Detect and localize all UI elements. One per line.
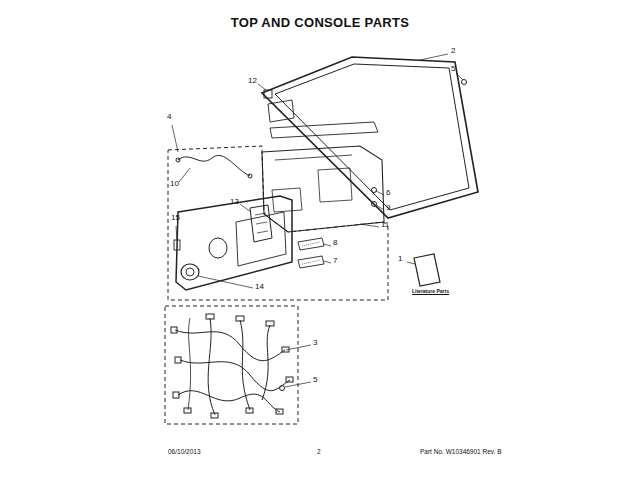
- literature-label: Literature Parts: [412, 289, 449, 294]
- callout-number: 7: [333, 257, 337, 265]
- callout-number: 5: [313, 376, 317, 384]
- console-panel: [176, 196, 292, 290]
- callout-number: 6: [386, 189, 390, 197]
- callout-number: 11: [381, 221, 389, 229]
- callout-number: 10: [170, 180, 179, 188]
- callout-number: 1: [398, 255, 402, 263]
- console-backplate: [262, 146, 384, 232]
- callout-number: 14: [255, 283, 264, 291]
- leader-lines: [172, 54, 463, 387]
- literature-booklet: [414, 254, 440, 286]
- footer-part-number: Part No. W10346901 Rev. B: [420, 449, 502, 456]
- callout-number: 5: [451, 65, 455, 73]
- callout-number: 3: [313, 339, 317, 347]
- top-panel-window: [275, 64, 469, 210]
- callout-number: 13: [230, 198, 239, 206]
- callout-number: 8: [333, 239, 337, 247]
- callout-number: 4: [167, 113, 171, 121]
- callout-number: 15: [171, 214, 180, 222]
- callout-number: 2: [451, 47, 455, 55]
- page-title: TOP AND CONSOLE PARTS: [231, 16, 409, 29]
- callout-number: 9: [386, 204, 390, 212]
- top-panel: [262, 57, 478, 218]
- footer-date: 06/10/2013: [168, 449, 201, 456]
- footer-page: 2: [317, 449, 321, 456]
- callout-number: 12: [248, 77, 257, 85]
